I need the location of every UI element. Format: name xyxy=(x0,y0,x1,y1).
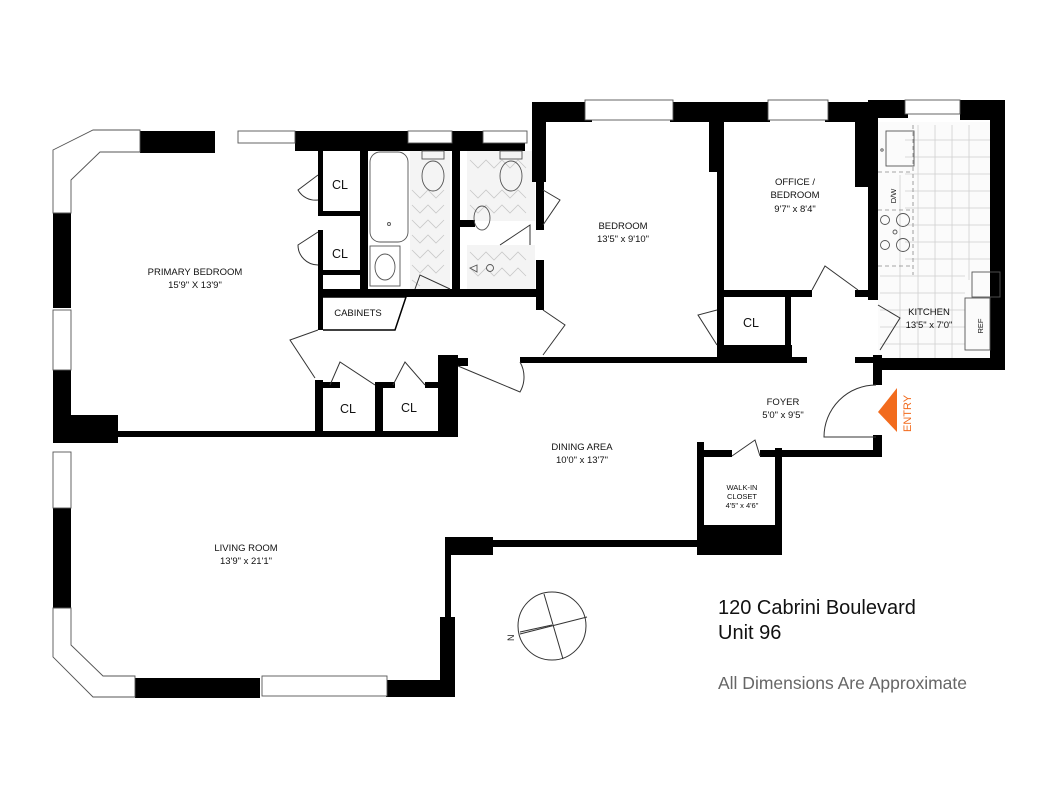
closet-label: CL xyxy=(332,178,348,192)
room-foyer: FOYER 5'0" x 9'5" xyxy=(762,397,804,421)
room-dimensions: 13'5" x 7'0" xyxy=(906,320,953,331)
doors xyxy=(289,174,901,457)
room-name: LIVING ROOM xyxy=(214,543,277,554)
room-dimensions: 5'0" x 9'5" xyxy=(762,410,804,421)
room-name-line1: OFFICE / xyxy=(775,177,815,188)
room-dimensions: 4'5" x 4'6" xyxy=(726,501,759,510)
room-name: PRIMARY BEDROOM xyxy=(148,267,243,278)
dimensions-disclaimer: All Dimensions Are Approximate xyxy=(718,673,967,693)
room-dimensions: 15'9" X 13'9" xyxy=(168,280,222,291)
compass-north-label: N xyxy=(506,635,516,642)
room-name: KITCHEN xyxy=(908,307,950,318)
bathroom-tile-floors xyxy=(410,151,535,289)
street-address: 120 Cabrini Boulevard xyxy=(718,597,916,619)
closet-label: CL xyxy=(332,247,348,261)
room-name-line2: CLOSET xyxy=(727,492,757,501)
refrigerator-label: REF xyxy=(976,318,985,333)
closet-label: CL xyxy=(743,316,759,330)
windows xyxy=(52,99,961,698)
room-walk-in-closet: WALK-IN CLOSET 4'5" x 4'6" xyxy=(726,483,759,510)
entry-marker: ENTRY xyxy=(878,388,914,432)
room-office-bedroom: OFFICE / BEDROOM 9'7" x 8'4" xyxy=(770,177,819,215)
room-kitchen: KITCHEN 13'5" x 7'0" xyxy=(906,307,953,331)
bath-fixtures xyxy=(369,150,523,287)
room-dimensions: 9'7" x 8'4" xyxy=(774,204,816,215)
closet-label: CL xyxy=(401,401,417,415)
room-primary-bedroom: PRIMARY BEDROOM 15'9" X 13'9" xyxy=(148,267,243,291)
room-living-room: LIVING ROOM 13'9" x 21'1" xyxy=(214,543,277,567)
room-name-line2: BEDROOM xyxy=(770,190,819,201)
entry-label: ENTRY xyxy=(902,394,914,432)
room-bedroom: BEDROOM 13'5" x 9'10" xyxy=(597,221,649,245)
room-dimensions: 13'9" x 21'1" xyxy=(220,556,272,567)
entry-arrow-icon xyxy=(878,388,897,432)
walls xyxy=(53,100,1005,698)
unit-number: Unit 96 xyxy=(718,622,782,644)
room-name: BEDROOM xyxy=(598,221,647,232)
kitchen-fixtures xyxy=(878,125,1001,351)
room-name: DINING AREA xyxy=(551,442,613,453)
cabinets-label: CABINETS xyxy=(334,308,382,319)
cabinets: CABINETS xyxy=(323,296,408,331)
property-address: 120 Cabrini Boulevard Unit 96 xyxy=(718,596,916,646)
room-dimensions: 10'0" x 13'7" xyxy=(556,455,608,466)
compass-icon: N xyxy=(506,591,588,661)
room-dining-area: DINING AREA 10'0" x 13'7" xyxy=(551,442,613,466)
dishwasher-label: D/W xyxy=(889,188,898,204)
room-dimensions: 13'5" x 9'10" xyxy=(597,234,649,245)
room-name: FOYER xyxy=(767,397,800,408)
closet-label: CL xyxy=(340,402,356,416)
room-name-line1: WALK-IN xyxy=(727,483,758,492)
